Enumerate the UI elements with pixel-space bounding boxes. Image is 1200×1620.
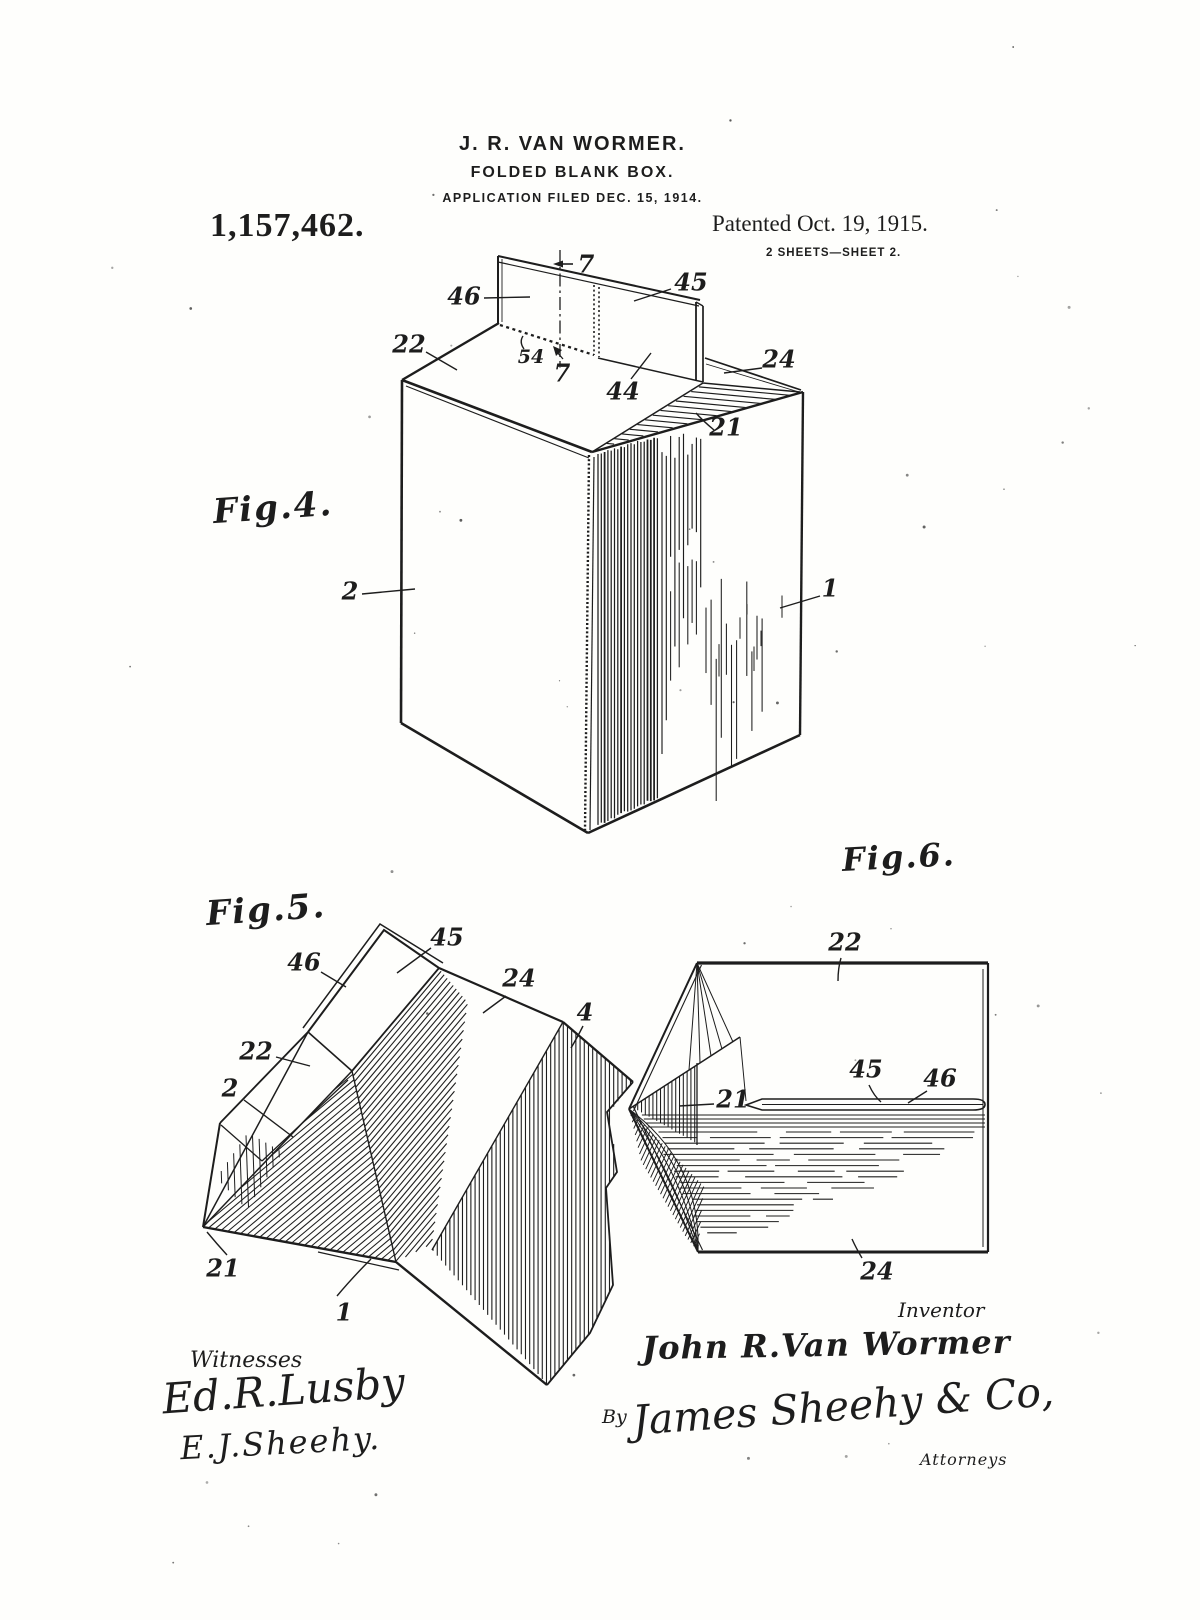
patent-number: 1,157,462.	[210, 207, 365, 244]
fig4-ref-46-2: 46	[447, 281, 481, 311]
fig4-label: Fig.4.	[211, 483, 335, 533]
fig4-ref-2-9: 2	[341, 576, 359, 606]
header-title-line: FOLDED BLANK BOX.	[470, 164, 675, 181]
fig4-ref-7-5: 7	[553, 358, 571, 388]
inventor-heading: Inventor	[898, 1298, 985, 1322]
fig5-ref-21-6: 21	[206, 1253, 240, 1283]
patented-date-line: Patented Oct. 19, 1915.	[712, 211, 928, 236]
fig5-ref-2-5: 2	[221, 1073, 239, 1103]
fig5-ref-22-4: 22	[239, 1036, 273, 1066]
fig6-label: Fig.6.	[841, 835, 957, 879]
fig5-ref-4-3: 4	[576, 997, 594, 1027]
fig4-ref-44-6: 44	[606, 376, 640, 406]
by-label: By	[602, 1406, 627, 1428]
fig4-ref-21-8: 21	[709, 412, 743, 442]
fig5-label: Fig.5.	[204, 885, 328, 935]
fig5-ref-45-1: 45	[430, 922, 464, 952]
fig4-ref-1-10: 1	[821, 573, 839, 603]
fig4-ref-7-0: 7	[577, 249, 595, 279]
fig6-drawing	[628, 961, 990, 1254]
hatch-shading	[207, 386, 985, 1384]
fig5-ref-24-2: 24	[502, 963, 536, 993]
witnesses-heading: Witnesses	[190, 1348, 303, 1373]
fig4-drawing	[399, 250, 805, 835]
leader-lines	[206, 263, 928, 1297]
fig6-ref-46-2: 46	[923, 1063, 957, 1093]
fig6-ref-21-3: 21	[716, 1084, 750, 1114]
fig5-ref-46-0: 46	[287, 947, 321, 977]
header-inventor-line: J. R. VAN WORMER.	[459, 133, 686, 155]
fig6-ref-22-0: 22	[828, 927, 862, 957]
attorneys-label: Attorneys	[920, 1450, 1008, 1469]
sheet-count-line: 2 SHEETS—SHEET 2.	[766, 247, 902, 259]
header-application-line: APPLICATION FILED DEC. 15, 1914.	[442, 191, 703, 205]
fig5-drawing	[202, 922, 634, 1386]
fig5-ref-1-7: 1	[335, 1297, 353, 1327]
inventor-signature: John R.Van Wormer	[641, 1322, 1011, 1368]
fig4-ref-22-3: 22	[392, 329, 426, 359]
fig4-ref-45-1: 45	[674, 267, 708, 297]
fig6-ref-24-4: 24	[860, 1256, 894, 1286]
fig4-ref-54-4: 54	[517, 346, 545, 368]
paper-specks	[111, 46, 1136, 1564]
fig6-ref-45-1: 45	[849, 1054, 883, 1084]
fig4-ref-24-7: 24	[762, 344, 796, 374]
